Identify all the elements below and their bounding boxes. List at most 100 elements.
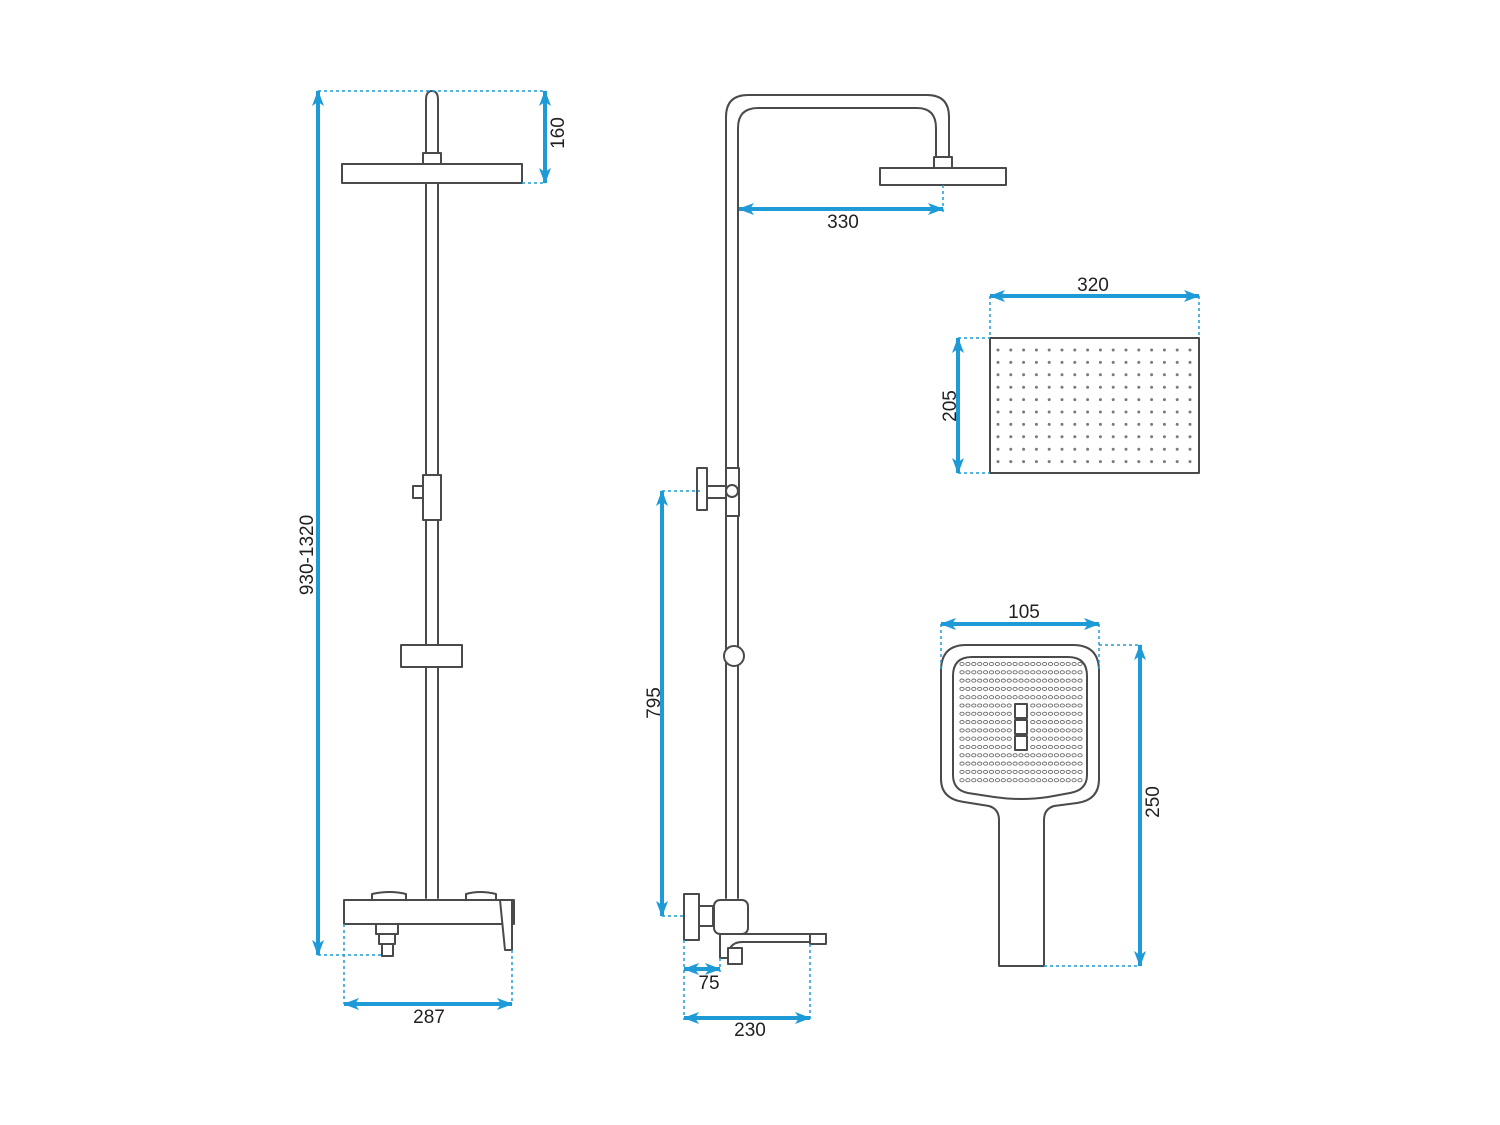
rain-nozzle bbox=[1175, 422, 1179, 426]
hand-nozzle bbox=[1071, 711, 1077, 716]
hand-nozzle bbox=[1077, 695, 1083, 700]
hand-nozzle bbox=[1065, 753, 1071, 758]
hand-nozzle bbox=[1077, 761, 1083, 766]
hand-nozzle bbox=[959, 778, 965, 783]
hand-nozzle bbox=[1024, 695, 1030, 700]
rain-nozzle bbox=[1073, 385, 1077, 389]
rain-nozzle bbox=[996, 460, 1000, 464]
hand-nozzle bbox=[1036, 703, 1042, 708]
hand-nozzle bbox=[1053, 686, 1059, 691]
hand-nozzle bbox=[1000, 728, 1006, 733]
rain-nozzle bbox=[1086, 385, 1090, 389]
hand-nozzle bbox=[983, 744, 989, 750]
hand-nozzle bbox=[971, 720, 977, 725]
rain-nozzle bbox=[1034, 348, 1038, 352]
hand-nozzle bbox=[1006, 703, 1012, 708]
hand-nozzle bbox=[971, 761, 977, 766]
rain-head-plan bbox=[989, 337, 1200, 474]
hand-nozzle bbox=[1065, 736, 1071, 741]
rain-nozzle bbox=[1073, 360, 1077, 364]
hand-nozzle bbox=[1053, 778, 1059, 783]
hand-nozzle bbox=[977, 711, 983, 716]
hand-nozzle bbox=[959, 761, 965, 766]
hand-nozzle bbox=[1036, 686, 1042, 691]
hand-nozzle bbox=[977, 661, 983, 667]
hand-nozzle bbox=[1053, 670, 1059, 675]
hand-nozzle bbox=[971, 670, 977, 675]
rain-nozzle bbox=[1150, 460, 1154, 464]
hand-nozzle bbox=[1077, 769, 1083, 774]
hand-nozzle bbox=[1047, 761, 1054, 766]
rain-nozzle bbox=[1162, 385, 1166, 389]
hand-nozzle bbox=[1000, 678, 1006, 683]
hand-nozzle bbox=[994, 661, 1000, 667]
hand-nozzle bbox=[1077, 661, 1083, 667]
front-slide-holder bbox=[400, 644, 463, 668]
rain-nozzle bbox=[1124, 460, 1128, 464]
rain-nozzle bbox=[1022, 410, 1026, 414]
hand-nozzle bbox=[1071, 778, 1077, 783]
hand-nozzle bbox=[1053, 744, 1059, 750]
hand-nozzle bbox=[1018, 778, 1024, 783]
hand-nozzle bbox=[1024, 769, 1030, 774]
hand-nozzle bbox=[1042, 703, 1048, 708]
rain-nozzle bbox=[1022, 348, 1026, 352]
rain-nozzle bbox=[1073, 460, 1077, 464]
hand-nozzle bbox=[1006, 769, 1012, 774]
side-slide-holder bbox=[723, 645, 745, 667]
rain-nozzle bbox=[1124, 360, 1128, 364]
rain-nozzle bbox=[1034, 398, 1038, 402]
hand-nozzle bbox=[1006, 661, 1012, 667]
hand-nozzle bbox=[994, 753, 1000, 758]
hand-nozzle bbox=[977, 744, 983, 750]
label-spout-offset: 75 bbox=[698, 973, 719, 994]
hand-nozzle bbox=[1006, 744, 1012, 750]
rain-nozzle bbox=[1009, 422, 1013, 426]
hand-nozzle bbox=[959, 703, 965, 708]
hand-nozzle bbox=[1077, 686, 1083, 691]
rain-nozzle bbox=[1137, 460, 1141, 464]
rain-nozzle bbox=[1137, 348, 1141, 352]
side-mixer-body bbox=[713, 899, 749, 935]
rain-nozzle bbox=[1175, 360, 1179, 364]
hand-nozzle bbox=[965, 670, 971, 675]
rain-nozzle bbox=[1137, 385, 1141, 389]
hand-nozzle bbox=[994, 778, 1000, 783]
hand-nozzle bbox=[1030, 711, 1036, 716]
rain-nozzle bbox=[1150, 398, 1154, 402]
rain-nozzle bbox=[1162, 435, 1166, 439]
hand-nozzle bbox=[1000, 769, 1006, 774]
hand-shower-plan bbox=[940, 644, 1100, 967]
hand-nozzle bbox=[1071, 753, 1077, 758]
hand-nozzle bbox=[994, 703, 1000, 708]
rain-nozzle bbox=[1162, 460, 1166, 464]
hand-nozzle bbox=[1012, 686, 1018, 691]
rain-nozzle bbox=[1162, 410, 1166, 414]
rain-nozzle bbox=[1047, 422, 1051, 426]
rain-nozzle bbox=[1175, 447, 1179, 451]
hand-nozzle bbox=[1053, 678, 1059, 683]
hand-nozzle bbox=[1059, 753, 1065, 758]
hand-nozzle bbox=[959, 711, 965, 716]
rain-nozzle bbox=[1073, 435, 1077, 439]
rain-nozzle bbox=[1009, 360, 1013, 364]
hand-nozzle bbox=[983, 778, 989, 783]
rain-nozzle bbox=[1047, 435, 1051, 439]
rain-nozzle bbox=[1022, 385, 1026, 389]
label-diverter-height: 795 bbox=[644, 687, 665, 719]
hand-shower-nozzles bbox=[959, 661, 1083, 783]
rain-nozzle bbox=[1124, 435, 1128, 439]
side-rain-head bbox=[879, 167, 1007, 186]
hand-nozzle bbox=[1065, 678, 1071, 683]
rain-nozzle bbox=[1086, 373, 1090, 377]
hand-nozzle bbox=[1047, 769, 1054, 774]
hand-nozzle bbox=[1018, 753, 1024, 758]
hand-nozzle bbox=[1047, 695, 1054, 700]
hand-nozzle bbox=[988, 695, 995, 700]
rain-nozzle bbox=[1098, 460, 1102, 464]
front-view bbox=[341, 90, 523, 957]
rain-nozzle bbox=[1034, 360, 1038, 364]
hand-nozzle bbox=[994, 695, 1000, 700]
hand-nozzle bbox=[965, 753, 971, 758]
